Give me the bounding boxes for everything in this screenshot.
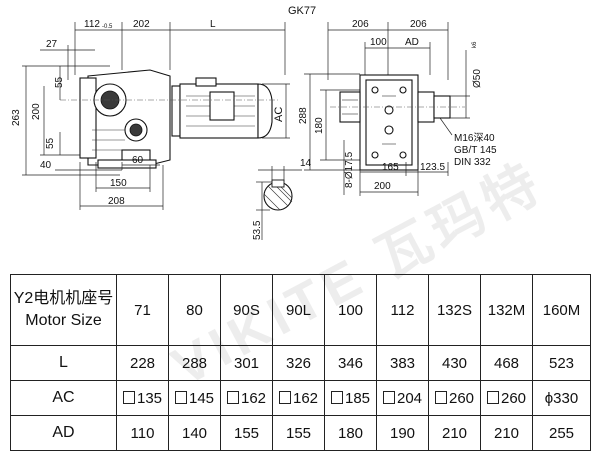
dim-206-right: 206 bbox=[410, 19, 427, 30]
dim-208: 208 bbox=[108, 196, 125, 207]
thread-note-2: GB/T 145 bbox=[454, 145, 497, 156]
dim-shaft-dia: Ø50 bbox=[472, 69, 483, 88]
spec-table: Y2电机机座号 Motor Size 71 80 90S 90L 100 112… bbox=[10, 274, 591, 451]
row-label: L bbox=[10, 345, 117, 381]
square-symbol-icon bbox=[174, 390, 187, 404]
square-symbol-icon bbox=[122, 390, 135, 404]
value-cell: 185 bbox=[324, 380, 377, 416]
value-cell: 210 bbox=[480, 415, 533, 451]
dim-AD: AD bbox=[405, 37, 419, 48]
value-cell: 346 bbox=[324, 345, 377, 381]
thread-note-3: DIN 332 bbox=[454, 157, 491, 168]
thread-note-1: M16深40 bbox=[454, 132, 495, 144]
value-cell: 155 bbox=[272, 415, 325, 451]
size-cell: 71 bbox=[116, 274, 169, 346]
value-cell: 260 bbox=[428, 380, 481, 416]
value-text: 162 bbox=[240, 389, 267, 407]
dim-27: 27 bbox=[46, 39, 58, 50]
value-cell: 135 bbox=[116, 380, 169, 416]
value-cell: 155 bbox=[220, 415, 273, 451]
value-cell: 383 bbox=[376, 345, 429, 381]
square-symbol-icon bbox=[226, 390, 239, 404]
dim-202: 202 bbox=[133, 19, 150, 30]
value-cell: 430 bbox=[428, 345, 481, 381]
size-cell: 160M bbox=[532, 274, 591, 346]
value-cell: 523 bbox=[532, 345, 591, 381]
value-cell: 288 bbox=[168, 345, 221, 381]
square-symbol-icon bbox=[330, 390, 343, 404]
value-cell: 228 bbox=[116, 345, 169, 381]
dim-112-tol: -0.5 bbox=[102, 24, 113, 30]
square-symbol-icon bbox=[278, 390, 291, 404]
dim-263: 263 bbox=[11, 109, 22, 126]
value-text: 204 bbox=[396, 389, 423, 407]
value-cell: 468 bbox=[480, 345, 533, 381]
right-view: 206 206 100 AD 288 180 8-Ø17.5 bbox=[298, 19, 497, 196]
dim-14: 14 bbox=[300, 158, 312, 169]
value-text: 185 bbox=[344, 389, 371, 407]
size-cell: 90L bbox=[272, 274, 325, 346]
size-cell: 90S bbox=[220, 274, 273, 346]
square-symbol-icon bbox=[434, 390, 447, 404]
table-row-AC: AC 135 145 162 162 185 204 260 260 ϕ330 bbox=[10, 380, 591, 416]
dim-60: 60 bbox=[132, 155, 144, 166]
table-row-L: L 228 288 301 326 346 383 430 468 523 bbox=[10, 345, 591, 381]
row-label: AC bbox=[10, 380, 117, 416]
keyway-view: 14 53.5 bbox=[252, 158, 312, 240]
table-header-row: Y2电机机座号 Motor Size 71 80 90S 90L 100 112… bbox=[10, 274, 591, 346]
left-view: 112 -0.5 202 L 27 263 200 55 55 bbox=[11, 19, 290, 210]
value-cell: ϕ330 bbox=[532, 380, 591, 416]
value-cell: 162 bbox=[220, 380, 273, 416]
value-cell: 140 bbox=[168, 415, 221, 451]
dim-200b: 200 bbox=[374, 181, 391, 192]
value-text: 162 bbox=[292, 389, 319, 407]
value-cell: 162 bbox=[272, 380, 325, 416]
dim-123-5: 123.5 bbox=[420, 162, 445, 173]
row-label: AD bbox=[10, 415, 117, 451]
header-label-cell: Y2电机机座号 Motor Size bbox=[10, 274, 117, 346]
dim-180: 180 bbox=[314, 117, 325, 134]
value-text: 145 bbox=[188, 389, 215, 407]
drawing-title: GK77 bbox=[288, 5, 316, 17]
header-label-en: Motor Size bbox=[25, 312, 102, 329]
dim-AC: AC bbox=[273, 107, 285, 122]
dim-55-top: 55 bbox=[54, 76, 65, 88]
dim-40: 40 bbox=[40, 160, 52, 171]
header-label-cn: Y2电机机座号 bbox=[13, 290, 114, 307]
dim-L: L bbox=[210, 19, 216, 30]
value-cell: 326 bbox=[272, 345, 325, 381]
value-cell: 255 bbox=[532, 415, 591, 451]
technical-drawing: 112 -0.5 202 L 27 263 200 55 55 bbox=[11, 5, 497, 240]
square-symbol-icon bbox=[382, 390, 395, 404]
value-cell: 180 bbox=[324, 415, 377, 451]
size-cell: 112 bbox=[376, 274, 429, 346]
size-cell: 132S bbox=[428, 274, 481, 346]
table-row-AD: AD 110 140 155 155 180 190 210 210 255 bbox=[10, 415, 591, 451]
value-text: 260 bbox=[500, 389, 527, 407]
value-cell: 260 bbox=[480, 380, 533, 416]
dim-112: 112 bbox=[84, 19, 100, 30]
dim-165: 165 bbox=[382, 162, 399, 173]
dim-holes: 8-Ø17.5 bbox=[344, 151, 355, 188]
dim-288: 288 bbox=[298, 107, 309, 124]
value-text: 135 bbox=[136, 389, 163, 407]
size-cell: 132M bbox=[480, 274, 533, 346]
size-cell: 80 bbox=[168, 274, 221, 346]
value-cell: 145 bbox=[168, 380, 221, 416]
square-symbol-icon bbox=[486, 390, 499, 404]
value-cell: 190 bbox=[376, 415, 429, 451]
value-cell: 110 bbox=[116, 415, 169, 451]
value-cell: 204 bbox=[376, 380, 429, 416]
dim-shaft-tol: k6 bbox=[472, 41, 478, 48]
dim-53-5: 53.5 bbox=[252, 220, 263, 240]
value-text: 260 bbox=[448, 389, 475, 407]
value-cell: 301 bbox=[220, 345, 273, 381]
dim-55-bottom: 55 bbox=[45, 137, 56, 149]
dim-150: 150 bbox=[110, 178, 127, 189]
dim-206-left: 206 bbox=[352, 19, 369, 30]
dim-100: 100 bbox=[370, 37, 387, 48]
value-cell: 210 bbox=[428, 415, 481, 451]
dim-200: 200 bbox=[31, 103, 42, 120]
size-cell: 100 bbox=[324, 274, 377, 346]
